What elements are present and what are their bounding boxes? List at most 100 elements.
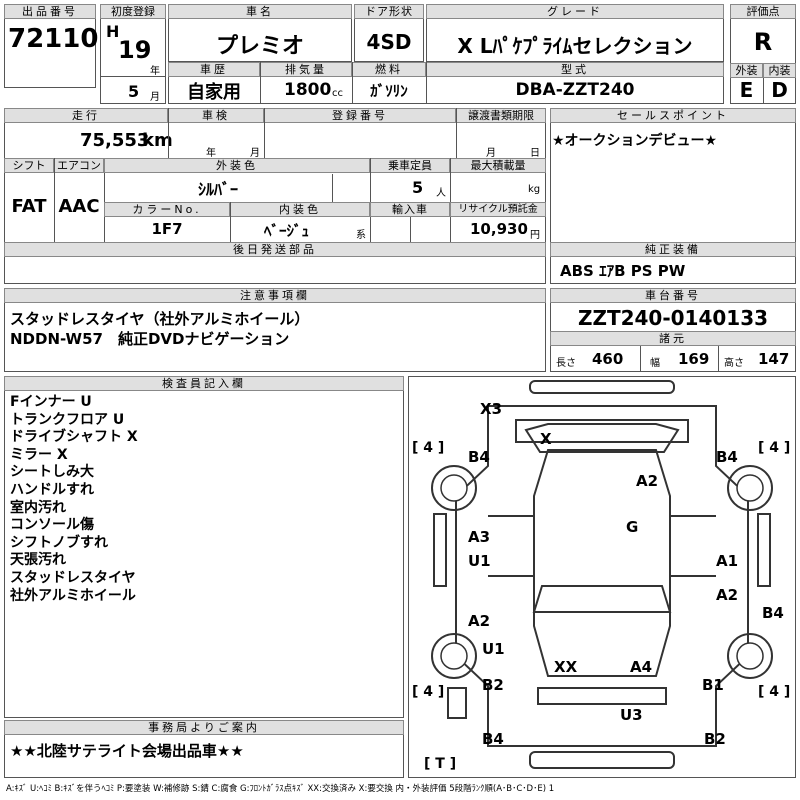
ac-label: エアコン [54,158,104,173]
history-value: 自家用 [187,82,241,103]
legend: A:ｷｽﾞ U:ﾍｺﾐ B:ｷｽﾞを伴うﾍｺﾐ P:要塗装 W:補修跡 S:錆 … [6,784,555,794]
inspection-year-unit: 年 [206,148,216,159]
transfer-month-unit: 月 [486,148,496,159]
era: H [106,22,120,41]
history-label: 車歴 [168,62,260,77]
tire-depth-front-right: [ 4 ] [758,440,791,456]
score-label: 評価点 [730,4,796,19]
model-name: プレミオ [215,34,304,59]
interior-label: 内装色 [230,202,370,217]
grade-label: グレード [426,4,724,19]
mark-x: X [540,430,552,448]
office-label: 事務局よりご案内 [4,720,404,735]
type-value: DBA-ZZT240 [515,80,635,100]
fuel-label: 燃料 [352,62,426,77]
load-unit: kg [528,184,541,195]
ext-label: 外装 [730,63,763,78]
transfer-label: 譲渡書類期限 [456,108,546,123]
inspector-note: トランクフロア U [10,411,125,428]
transfer-day-unit: 日 [530,148,540,159]
grade-value: X Lﾊﾟｹﾌﾟﾗｲﾑセレクション [457,34,693,58]
mark-b2-bottom-right: B2 [704,730,726,748]
mark-b4-right: B4 [762,604,784,622]
width-label: 幅 [650,358,660,369]
mark-a2-hood: A2 [636,472,659,490]
color-value: ｼﾙﾊﾞｰ [197,180,238,199]
wheel-front-left [431,465,477,511]
inspector-note: 社外アルミホイール [10,587,136,604]
mileage-unit: km [142,130,173,151]
windshield-outline [524,423,680,453]
sales-label: セールスポイント [550,108,796,123]
month-unit: 月 [150,92,160,103]
mark-u3: U3 [620,706,643,724]
length-label: 長さ [556,358,576,369]
interior-unit: 系 [356,230,366,241]
caution-label: 注意事項欄 [4,288,546,303]
capacity-label: 乗車定員 [370,158,450,173]
inspector-note: ハンドルすれ [10,481,94,498]
height-value: 147 [758,350,790,368]
spare-tire-box [447,687,467,719]
displacement-label: 排気量 [260,62,352,77]
recycle-unit: 円 [530,230,540,241]
car-diagram [431,380,773,769]
mark-xx: XX [554,658,578,676]
colorno-value: 1F7 [151,220,183,238]
door-label: ドア形状 [354,4,424,19]
inspector-note: シートしみ大 [10,464,94,481]
mileage-label: 走行 [4,108,168,123]
mark-b2-left: B2 [482,676,504,694]
inspector-note: Fインナー U [10,394,92,410]
color-label: 外装色 [104,158,370,173]
front-bumper-outline [529,380,675,394]
import-label: 輸入車 [370,202,450,217]
equipment-label: 純正装備 [550,242,796,257]
inspector-note: コンソール傷 [10,517,94,534]
tire-depth-rear-left: [ 4 ] [412,684,445,700]
specs-label: 諸元 [550,331,796,346]
mark-b4-tl: B4 [468,448,490,466]
int-grade: D [771,78,788,102]
first-reg-box [100,4,166,104]
type-label: 型式 [426,62,724,77]
wheel-rear-right [727,633,773,679]
mark-g: G [626,518,639,536]
shift-label: シフト [4,158,54,173]
mark-b4-tr: B4 [716,448,738,466]
interior-value: ﾍﾞｰｼﾞｭ [264,222,310,240]
rear-window-outline [532,585,672,613]
recycle-value: 10,930 [470,220,528,238]
mark-b4-bottom-left: B4 [482,730,504,748]
length-value: 460 [592,350,624,368]
reg-month: 5 [128,82,140,101]
inspector-notes: Fインナー U トランクフロア U ドライブシャフト X ミラー X シートしみ… [10,394,138,605]
ac-value: AAC [58,196,100,217]
year-unit: 年 [150,66,160,77]
ext-grade: E [739,78,754,102]
reg-year: 19 [118,36,152,64]
later-parts-label: 後日発送部品 [4,242,546,257]
tire-depth-front-left: [ 4 ] [412,440,445,456]
office-text: ★★北陸サテライト会場出品車★★ [10,742,244,760]
inspector-note: スタッドレスタイヤ [10,569,136,586]
fuel-value: ｶﾞｿﾘﾝ [370,82,408,100]
capacity-unit: 人 [436,188,446,199]
inspection-label: 車検 [168,108,264,123]
wheel-front-right [727,465,773,511]
mark-x3: X3 [480,400,503,418]
door-type: 4SD [366,30,412,54]
lot-label: 出品番号 [4,4,96,19]
inspector-label: 検査員記入欄 [4,376,404,391]
mirror-left [433,513,447,587]
load-label: 最大積載量 [450,158,546,173]
lot-number: 72110 [8,24,99,54]
hood-outline [515,419,689,443]
first-reg-label: 初度登録 [100,4,166,19]
mileage-value: 75,553 [80,130,150,151]
mark-u1-left-2: U1 [482,640,505,658]
capacity-value: 5 [412,178,424,197]
score-value: R [753,28,773,56]
model-label: 車名 [168,4,352,19]
inspector-note: 室内汚れ [10,499,66,516]
